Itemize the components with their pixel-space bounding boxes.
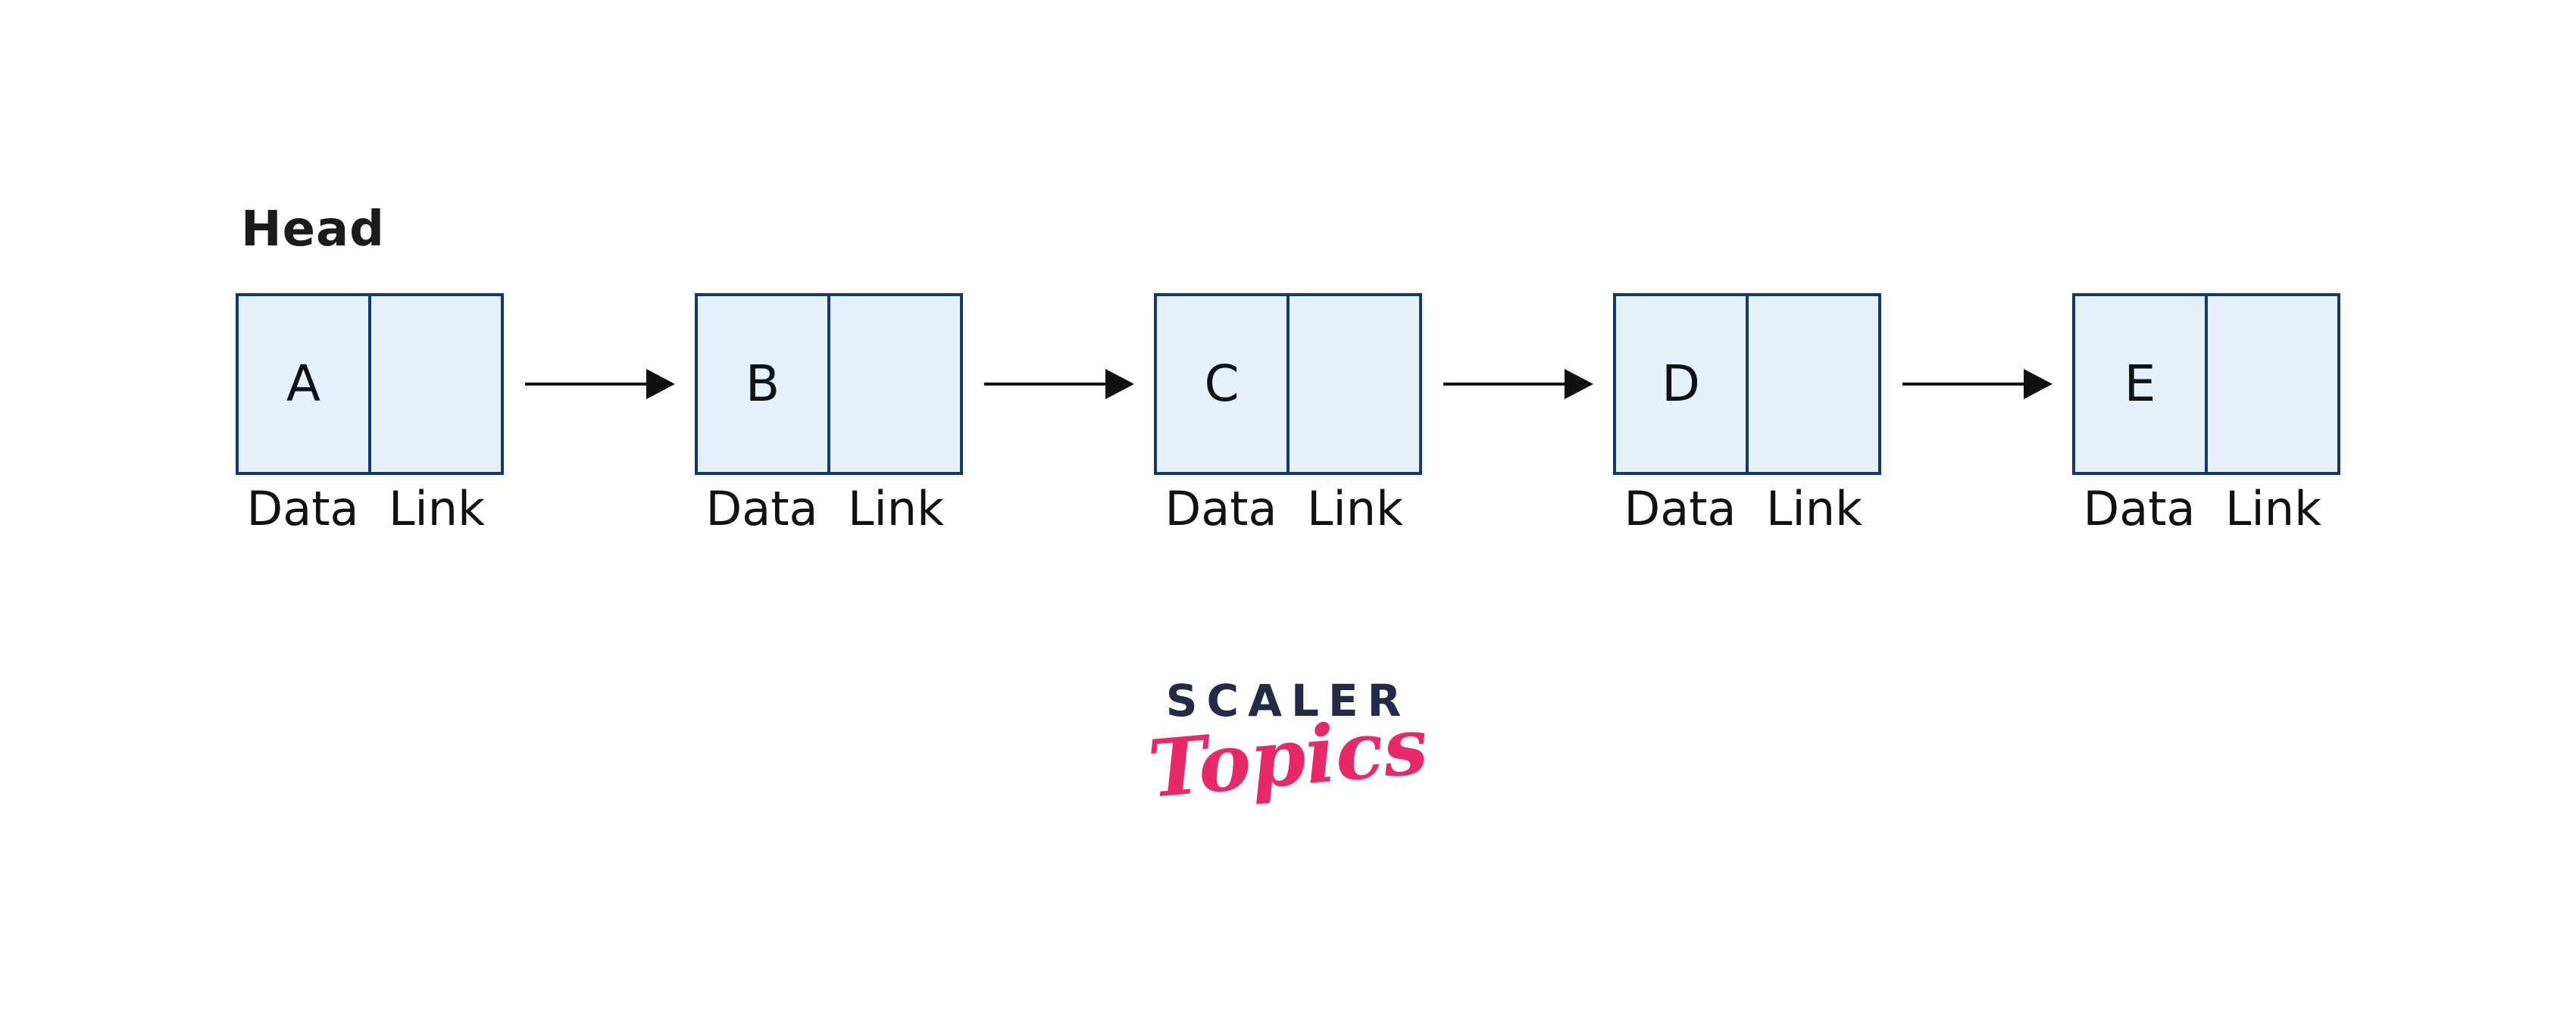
cell-captions: Data Link — [695, 486, 963, 533]
next-pointer-arrow — [984, 369, 1134, 399]
node-b: B Data Link — [695, 293, 963, 533]
next-pointer-arrow — [525, 369, 675, 399]
node-a: A Data Link — [236, 293, 504, 533]
arrow-shaft — [1902, 383, 2024, 386]
link-caption: Link — [848, 481, 944, 536]
node-value: C — [1204, 355, 1240, 413]
next-pointer-arrow — [1902, 369, 2052, 399]
node-value: D — [1662, 355, 1700, 413]
cell-captions: Data Link — [2072, 486, 2340, 533]
node-box: D — [1613, 293, 1881, 475]
arrow-head-icon — [646, 369, 675, 399]
arrow-head-icon — [2024, 369, 2052, 399]
logo-brand-text: SCALER — [1165, 675, 1411, 726]
cell-captions: Data Link — [1154, 486, 1422, 533]
link-cell — [1290, 296, 1419, 472]
arrow-shaft — [1443, 383, 1565, 386]
node-box: A — [236, 293, 504, 475]
arrow-head-icon — [1565, 369, 1593, 399]
data-caption: Data — [246, 481, 359, 536]
data-caption: Data — [1624, 481, 1737, 536]
node-value: E — [2124, 355, 2156, 413]
link-caption: Link — [389, 481, 485, 536]
arrow-shaft — [525, 383, 646, 386]
node-box: E — [2072, 293, 2340, 475]
node-e: E Data Link — [2072, 293, 2340, 533]
data-caption: Data — [705, 481, 818, 536]
arrow-shaft — [984, 383, 1105, 386]
next-pointer-arrow — [1443, 369, 1593, 399]
node-c: C Data Link — [1154, 293, 1422, 533]
link-caption: Link — [1766, 481, 1862, 536]
node-d: D Data Link — [1613, 293, 1881, 533]
node-value: B — [745, 355, 780, 413]
data-caption: Data — [1165, 481, 1277, 536]
data-cell: C — [1157, 296, 1290, 472]
data-caption: Data — [2083, 481, 2196, 536]
link-cell — [2208, 296, 2337, 472]
data-cell: A — [239, 296, 371, 472]
cell-captions: Data Link — [1613, 486, 1881, 533]
link-caption: Link — [2225, 481, 2321, 536]
data-cell: D — [1616, 296, 1749, 472]
node-value: A — [286, 355, 321, 413]
link-cell — [830, 296, 960, 472]
scaler-topics-logo: SCALER Topics — [1099, 675, 1477, 816]
node-box: C — [1154, 293, 1422, 475]
link-cell — [1749, 296, 1878, 472]
link-caption: Link — [1307, 481, 1403, 536]
link-cell — [371, 296, 501, 472]
arrow-head-icon — [1105, 369, 1134, 399]
cell-captions: Data Link — [236, 486, 504, 533]
node-box: B — [695, 293, 963, 475]
data-cell: B — [698, 296, 830, 472]
head-pointer-label: Head — [241, 201, 385, 258]
data-cell: E — [2075, 296, 2208, 472]
